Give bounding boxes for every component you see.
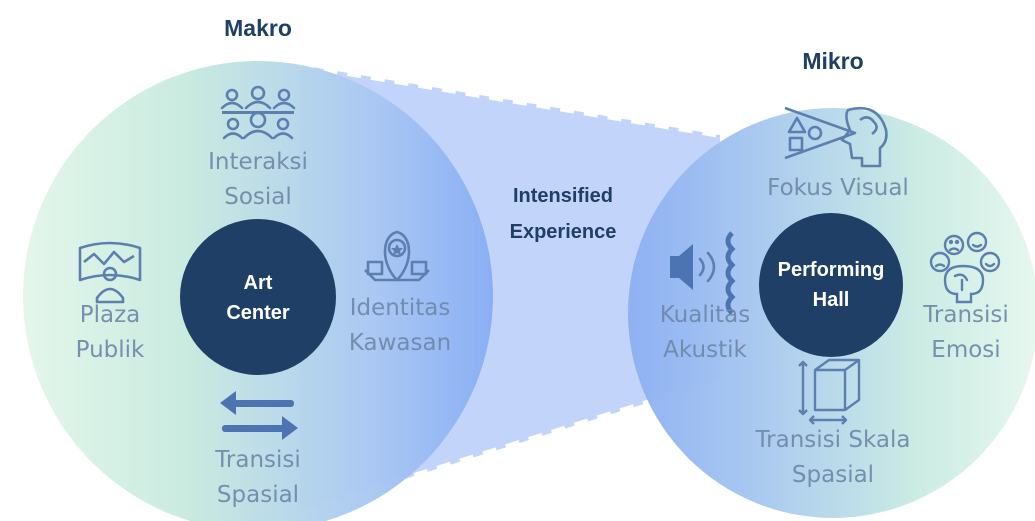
mikro-heading: Mikro	[802, 48, 864, 74]
brain-emotions-icon	[929, 231, 1001, 304]
identitas-kawasan-label: Identitas Kawasan	[348, 295, 452, 356]
two-way-arrows-icon	[220, 391, 298, 440]
makro-heading: Makro	[224, 15, 292, 41]
plaza-publik-label: Plaza Publik	[75, 302, 145, 363]
panorama-person-icon	[78, 241, 142, 304]
fokus-visual-label: Fokus Visual	[767, 175, 909, 201]
head-eye-focus-icon	[784, 106, 888, 168]
intensified-experience-label: Intensified Experience	[509, 185, 617, 243]
transisi-emosi-label: Transisi Emosi	[923, 302, 1009, 363]
transisi-skala-spasial-label: Transisi Skala Spasial	[755, 427, 911, 488]
kualitas-akustik-label: Kualitas Akustik	[659, 302, 751, 363]
people-group-icon	[220, 85, 296, 140]
location-pin-box-icon	[364, 230, 430, 282]
art-center-label: Art Center	[226, 272, 290, 324]
performing-hall-core	[759, 213, 903, 357]
performing-hall-label: Performing Hall	[777, 259, 885, 311]
speaker-sound-icon	[670, 231, 736, 315]
art-center-core	[180, 219, 336, 375]
cube-scale-icon	[798, 358, 861, 425]
transisi-spasial-label: Transisi Spasial	[215, 447, 301, 508]
interaksi-sosial-label: Interaksi Sosial	[208, 149, 308, 210]
